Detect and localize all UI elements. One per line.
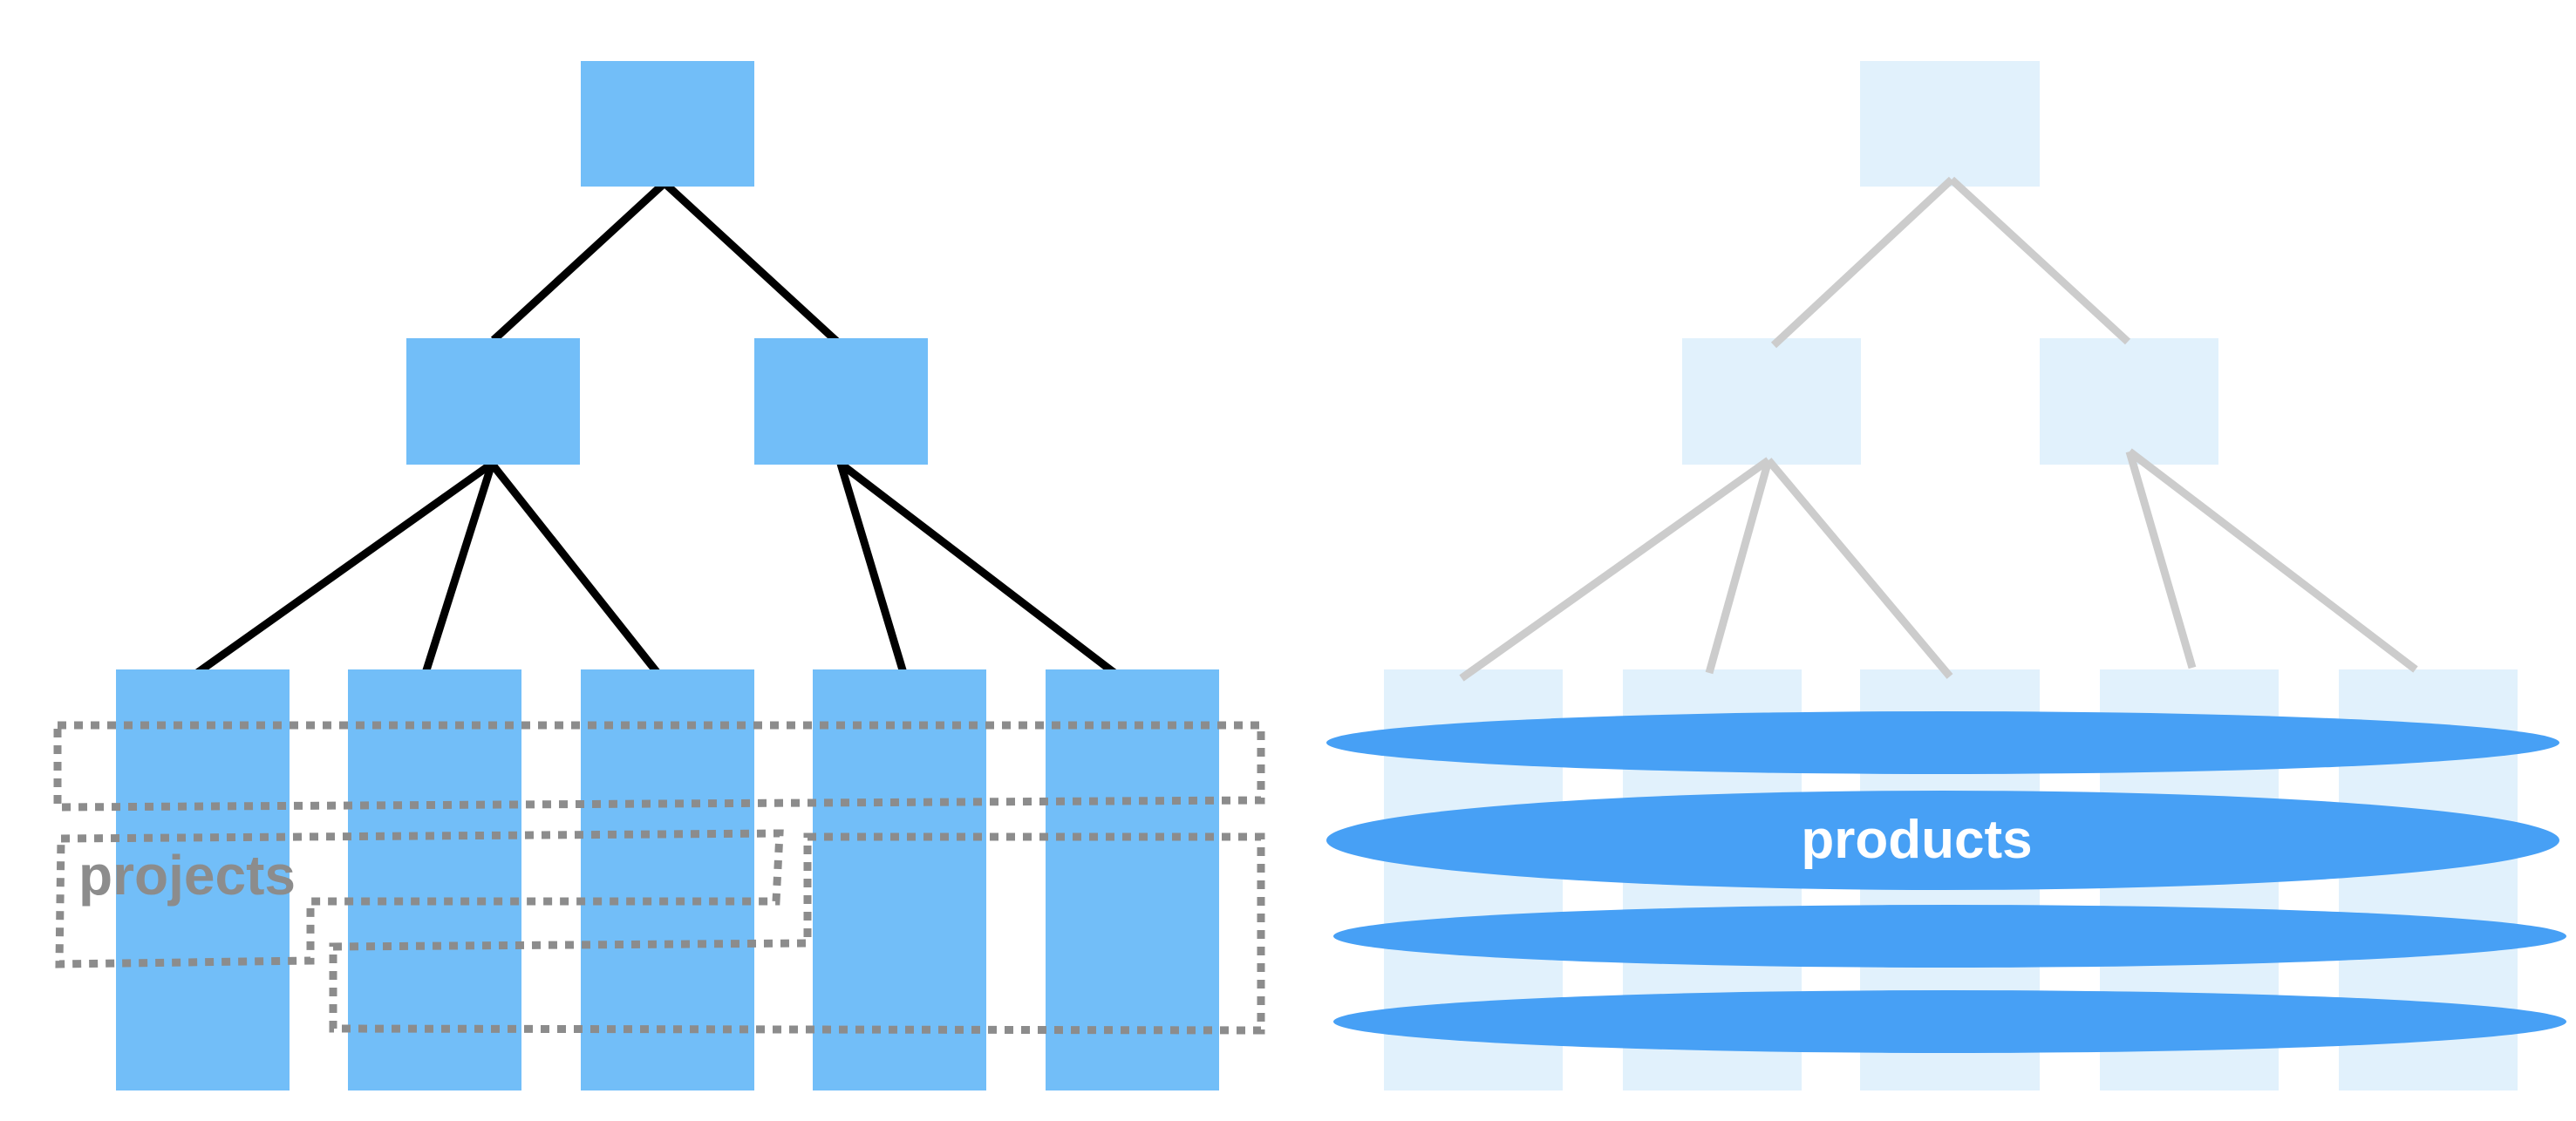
product-groupings [1326,711,2566,1053]
product-ellipse-4 [1333,990,2566,1053]
leaf-node-5 [1046,669,1219,1090]
mid-node-left [406,338,580,465]
left-tree-diagram: projects [53,61,1265,1090]
leaf-node-3 [581,669,754,1090]
edge-midleft-to-leaf-3-faded [1765,458,1953,679]
edge-root-to-mid-left [490,180,668,343]
edge-midleft-to-leaf-3 [488,461,661,676]
products-label: products [1801,810,2032,870]
right-tree-edges [1459,176,2418,682]
project-outline-2 [55,829,784,968]
leaf-node-1 [116,669,290,1090]
leaf-node-2 [348,669,521,1090]
root-node [581,61,754,187]
leaf-node-4 [813,669,986,1090]
project-groupings [53,721,1265,1035]
edge-root-to-mid-right-faded [1948,176,2131,345]
right-tree-diagram: products [1326,61,2566,1090]
left-tree-edges [194,180,1117,676]
edge-midleft-to-leaf-1 [194,460,494,676]
edge-root-to-mid-left-faded [1770,176,1955,349]
mid-node-right-faded [2040,338,2218,465]
product-ellipse-2 [1326,791,2559,890]
product-ellipse-3 [1333,905,2566,968]
project-outline-3 [329,832,1265,1035]
mid-node-left-faded [1682,338,1861,465]
mid-node-right [754,338,928,465]
edge-midright-to-leaf-4-faded [2125,450,2197,669]
edge-midright-to-leaf-5 [838,460,1117,676]
edge-midleft-to-leaf-2 [421,462,496,675]
edge-midright-to-leaf-5-faded [2127,448,2418,673]
edge-midleft-to-leaf-2-faded [1705,459,1773,675]
project-outline-1 [53,721,1265,812]
product-ellipse-1 [1326,711,2559,774]
edge-midright-to-leaf-4 [836,462,908,675]
projects-label: projects [78,844,296,907]
edge-root-to-mid-right [661,180,841,345]
edge-midleft-to-leaf-1-faded [1459,457,1771,682]
left-tree-nodes [116,61,1219,1090]
root-node-faded [1860,61,2040,187]
